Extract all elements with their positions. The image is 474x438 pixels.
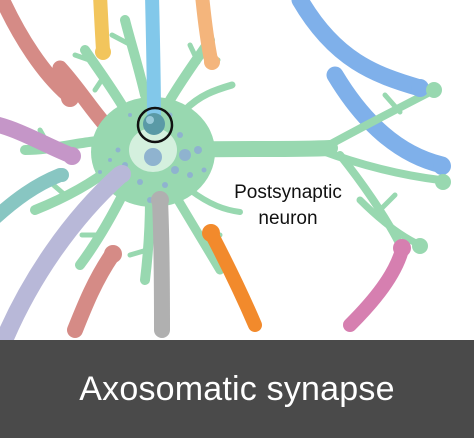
dendrite-twig-9 [127,247,150,258]
neuron-branch-upper-right [316,88,434,154]
terminal-blue-lower [433,157,451,175]
terminal-rose [104,245,122,263]
terminal-orange [202,224,220,242]
dendrite-twig-2 [92,72,108,93]
neuron-branch-lower-right [316,146,444,184]
terminal-gray [151,191,169,209]
axon-purple-left [0,117,78,163]
axon-orange-bottom [205,228,262,332]
dendrite-bottom-right-2 [187,187,243,215]
axon-peach-top [195,0,218,67]
dendrite-bottom [140,195,155,285]
terminal-yellow [95,44,111,60]
caption-title: Axosomatic synapse [79,369,395,408]
synapse-bouton [143,113,165,135]
terminal-purple [63,147,81,165]
dendrite-tips [412,82,451,254]
terminal-peach [204,54,220,70]
axon-terminals [55,44,451,263]
axosomatic-synapse-highlight [136,106,174,144]
dendrite-top-right-2 [181,81,236,114]
axon-lavender-lower [0,166,129,340]
postsynaptic-neuron-label-line-1: Postsynaptic [234,182,342,203]
axon-blue-right-lower [326,66,451,174]
neuron-branch-right-mid [336,151,404,249]
dendrite-twig-11 [377,192,398,213]
terminal-pink [393,239,411,257]
terminal-lavender [113,165,131,183]
axon-gray-bottom [152,192,170,338]
axon-blue-right-upper [291,0,429,97]
axon-lightblue-top [145,0,161,125]
axon-rose-lower [67,247,120,338]
axon-yellow-top [93,0,110,57]
dendrite-twig-1 [72,52,98,65]
synapse-bouton-inner [146,116,154,124]
neuron [20,15,444,285]
dendrite-bottom-left [75,185,130,270]
highlight-ring [136,106,174,144]
axon-salmon-upper-left [0,0,76,103]
axon-pink-right [343,243,409,332]
terminal-blue-upper [411,79,429,97]
axons-background [0,0,451,174]
dendrite-bottom-right [170,190,225,275]
caption-bar: Axosomatic synapse [0,340,474,438]
dendrite-twig-5 [187,42,201,65]
dendrite-top [120,15,150,100]
dendrite-twig-12 [382,92,403,115]
terminal-salmon-upper [61,89,79,107]
axon-teal-left [0,168,67,223]
postsynaptic-neuron-label-line-2: neuron [258,208,318,229]
dendrite-twig-3 [109,32,134,48]
neuron-diagram [0,0,451,340]
axons-foreground [0,0,409,340]
terminal-teal [55,168,69,182]
